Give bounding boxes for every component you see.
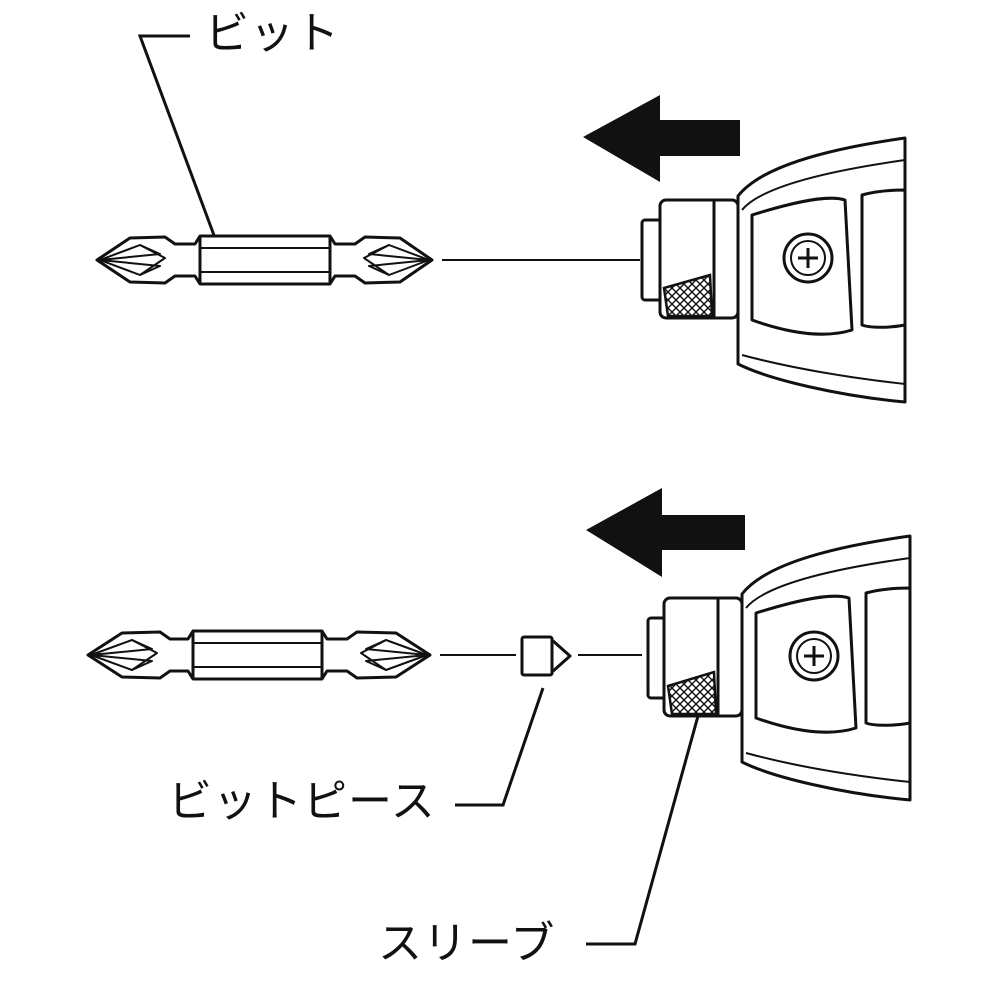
bit-leader-line — [137, 34, 217, 239]
panel-bottom — [86, 488, 912, 946]
left-arrow-icon — [586, 488, 745, 577]
sleeve-bottom — [646, 596, 744, 718]
bit-piece — [520, 635, 572, 677]
panel-top — [95, 34, 907, 404]
bit-piece-label: ビットピース — [168, 776, 436, 827]
impact-driver-body-bottom — [740, 534, 912, 802]
screw-icon — [788, 630, 840, 682]
bit-piece-leader-line — [455, 687, 545, 807]
bit-bottom — [86, 629, 432, 681]
screw-icon — [782, 232, 834, 284]
left-arrow-icon — [583, 95, 740, 182]
sleeve-top — [640, 198, 740, 320]
sleeve-label: スリーブ — [378, 918, 556, 969]
impact-driver-body-top — [736, 136, 907, 404]
bit-top — [95, 234, 434, 286]
bit-label: ビット — [205, 8, 340, 59]
sleeve-leader-line — [586, 715, 700, 946]
